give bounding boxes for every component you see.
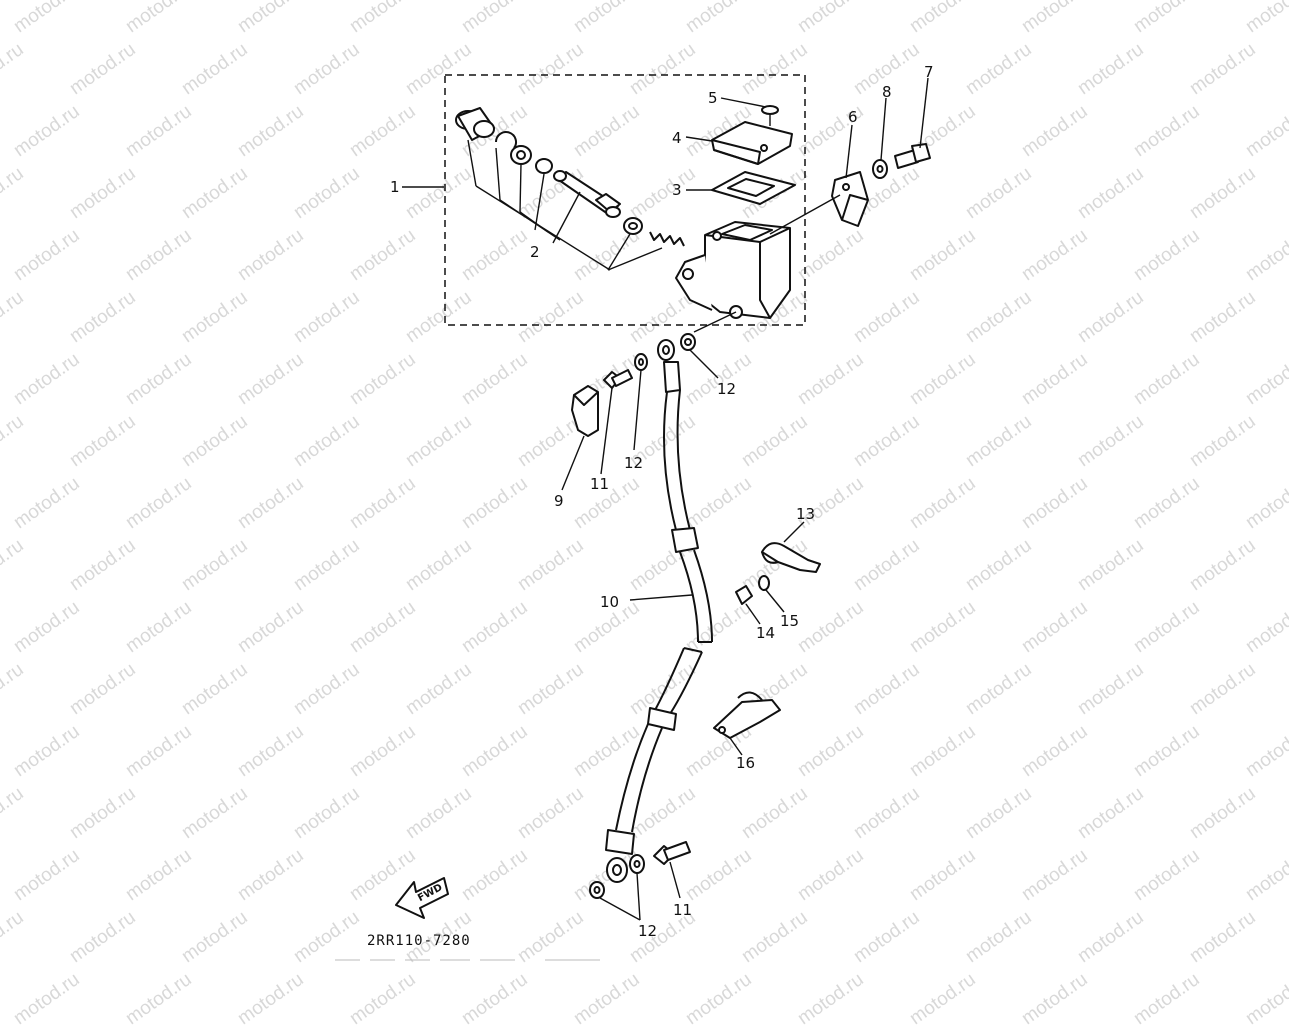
- callout-14: 14: [756, 624, 775, 642]
- leader-lines: [402, 77, 929, 921]
- fwd-arrow: FWD: [395, 877, 449, 919]
- watermark-text: motod.ru: [234, 968, 308, 1030]
- callout-12-lower: 12: [638, 922, 657, 940]
- callout-1: 1: [390, 178, 400, 196]
- callout-9: 9: [554, 492, 564, 510]
- exploded-view-drawing: FWD: [335, 63, 934, 961]
- callout-16: 16: [736, 754, 755, 772]
- callout-11-lower: 11: [673, 901, 692, 919]
- union-bolt-upper-part: [603, 369, 633, 389]
- callout-8: 8: [882, 83, 892, 101]
- callout-2: 2: [530, 243, 540, 261]
- union-bolt-lower-part: [653, 841, 691, 865]
- screw-part: [761, 105, 779, 126]
- watermark-text: motod.ru: [10, 968, 84, 1030]
- assembly-boundary: [444, 74, 806, 326]
- washer-8-part: [872, 159, 888, 179]
- watermark-text: motod.ru: [1018, 968, 1092, 1030]
- master-cylinder-body: [675, 221, 791, 319]
- holder-part: [831, 171, 869, 227]
- watermark-text: motod.ru: [122, 968, 196, 1030]
- bracket-16-part: [713, 691, 781, 739]
- callout-7: 7: [924, 63, 934, 81]
- gasket-lower-right-part: [629, 854, 645, 874]
- callout-3: 3: [672, 181, 682, 199]
- spring-part: [649, 231, 685, 247]
- circlip-part: [495, 131, 517, 149]
- gasket-lower-left-part: [589, 881, 605, 899]
- watermark-text: motod.ru: [458, 968, 532, 1030]
- gasket-upper-left-part: [634, 353, 648, 371]
- washer-part: [510, 145, 532, 165]
- callout-10: 10: [600, 593, 619, 611]
- cap-part: [711, 121, 793, 165]
- watermark-text: motod.ru: [1130, 968, 1204, 1030]
- brake-hose-part: [605, 339, 713, 883]
- bolt-7-part: [894, 143, 931, 169]
- bolt-14-part: [735, 585, 753, 605]
- watermark-text: motod.ru: [570, 968, 644, 1030]
- watermark-text: motod.ru: [1242, 968, 1289, 1030]
- watermark-text: motod.ru: [906, 968, 980, 1030]
- callout-12-upper-right: 12: [717, 380, 736, 398]
- o-ring-part: [535, 158, 553, 174]
- watermark-text: motod.ru: [346, 968, 420, 1030]
- piston-part: [553, 170, 621, 218]
- callout-4: 4: [672, 129, 682, 147]
- watermark-text: motod.ru: [682, 968, 756, 1030]
- callout-labels: 1 2 3 4 5 6 7 8 9 10 11 11 12 12 12 13 1…: [390, 63, 934, 940]
- cup-part: [623, 217, 643, 235]
- callout-12-upper-left: 12: [624, 454, 643, 472]
- callout-6: 6: [848, 108, 858, 126]
- gasket-upper-right-part: [680, 333, 696, 351]
- callout-15: 15: [780, 612, 799, 630]
- watermark-text: motod.ru: [794, 968, 868, 1030]
- boot-part: [455, 107, 495, 141]
- diaphragm-part: [711, 171, 796, 205]
- callout-5: 5: [708, 89, 718, 107]
- diagram-code: 2RR110-7280: [367, 933, 471, 949]
- callout-11-upper: 11: [590, 475, 609, 493]
- washer-15-part: [758, 575, 770, 591]
- cover-9-part: [571, 385, 599, 437]
- callout-13: 13: [796, 505, 815, 523]
- clamp-13-part: [761, 542, 821, 573]
